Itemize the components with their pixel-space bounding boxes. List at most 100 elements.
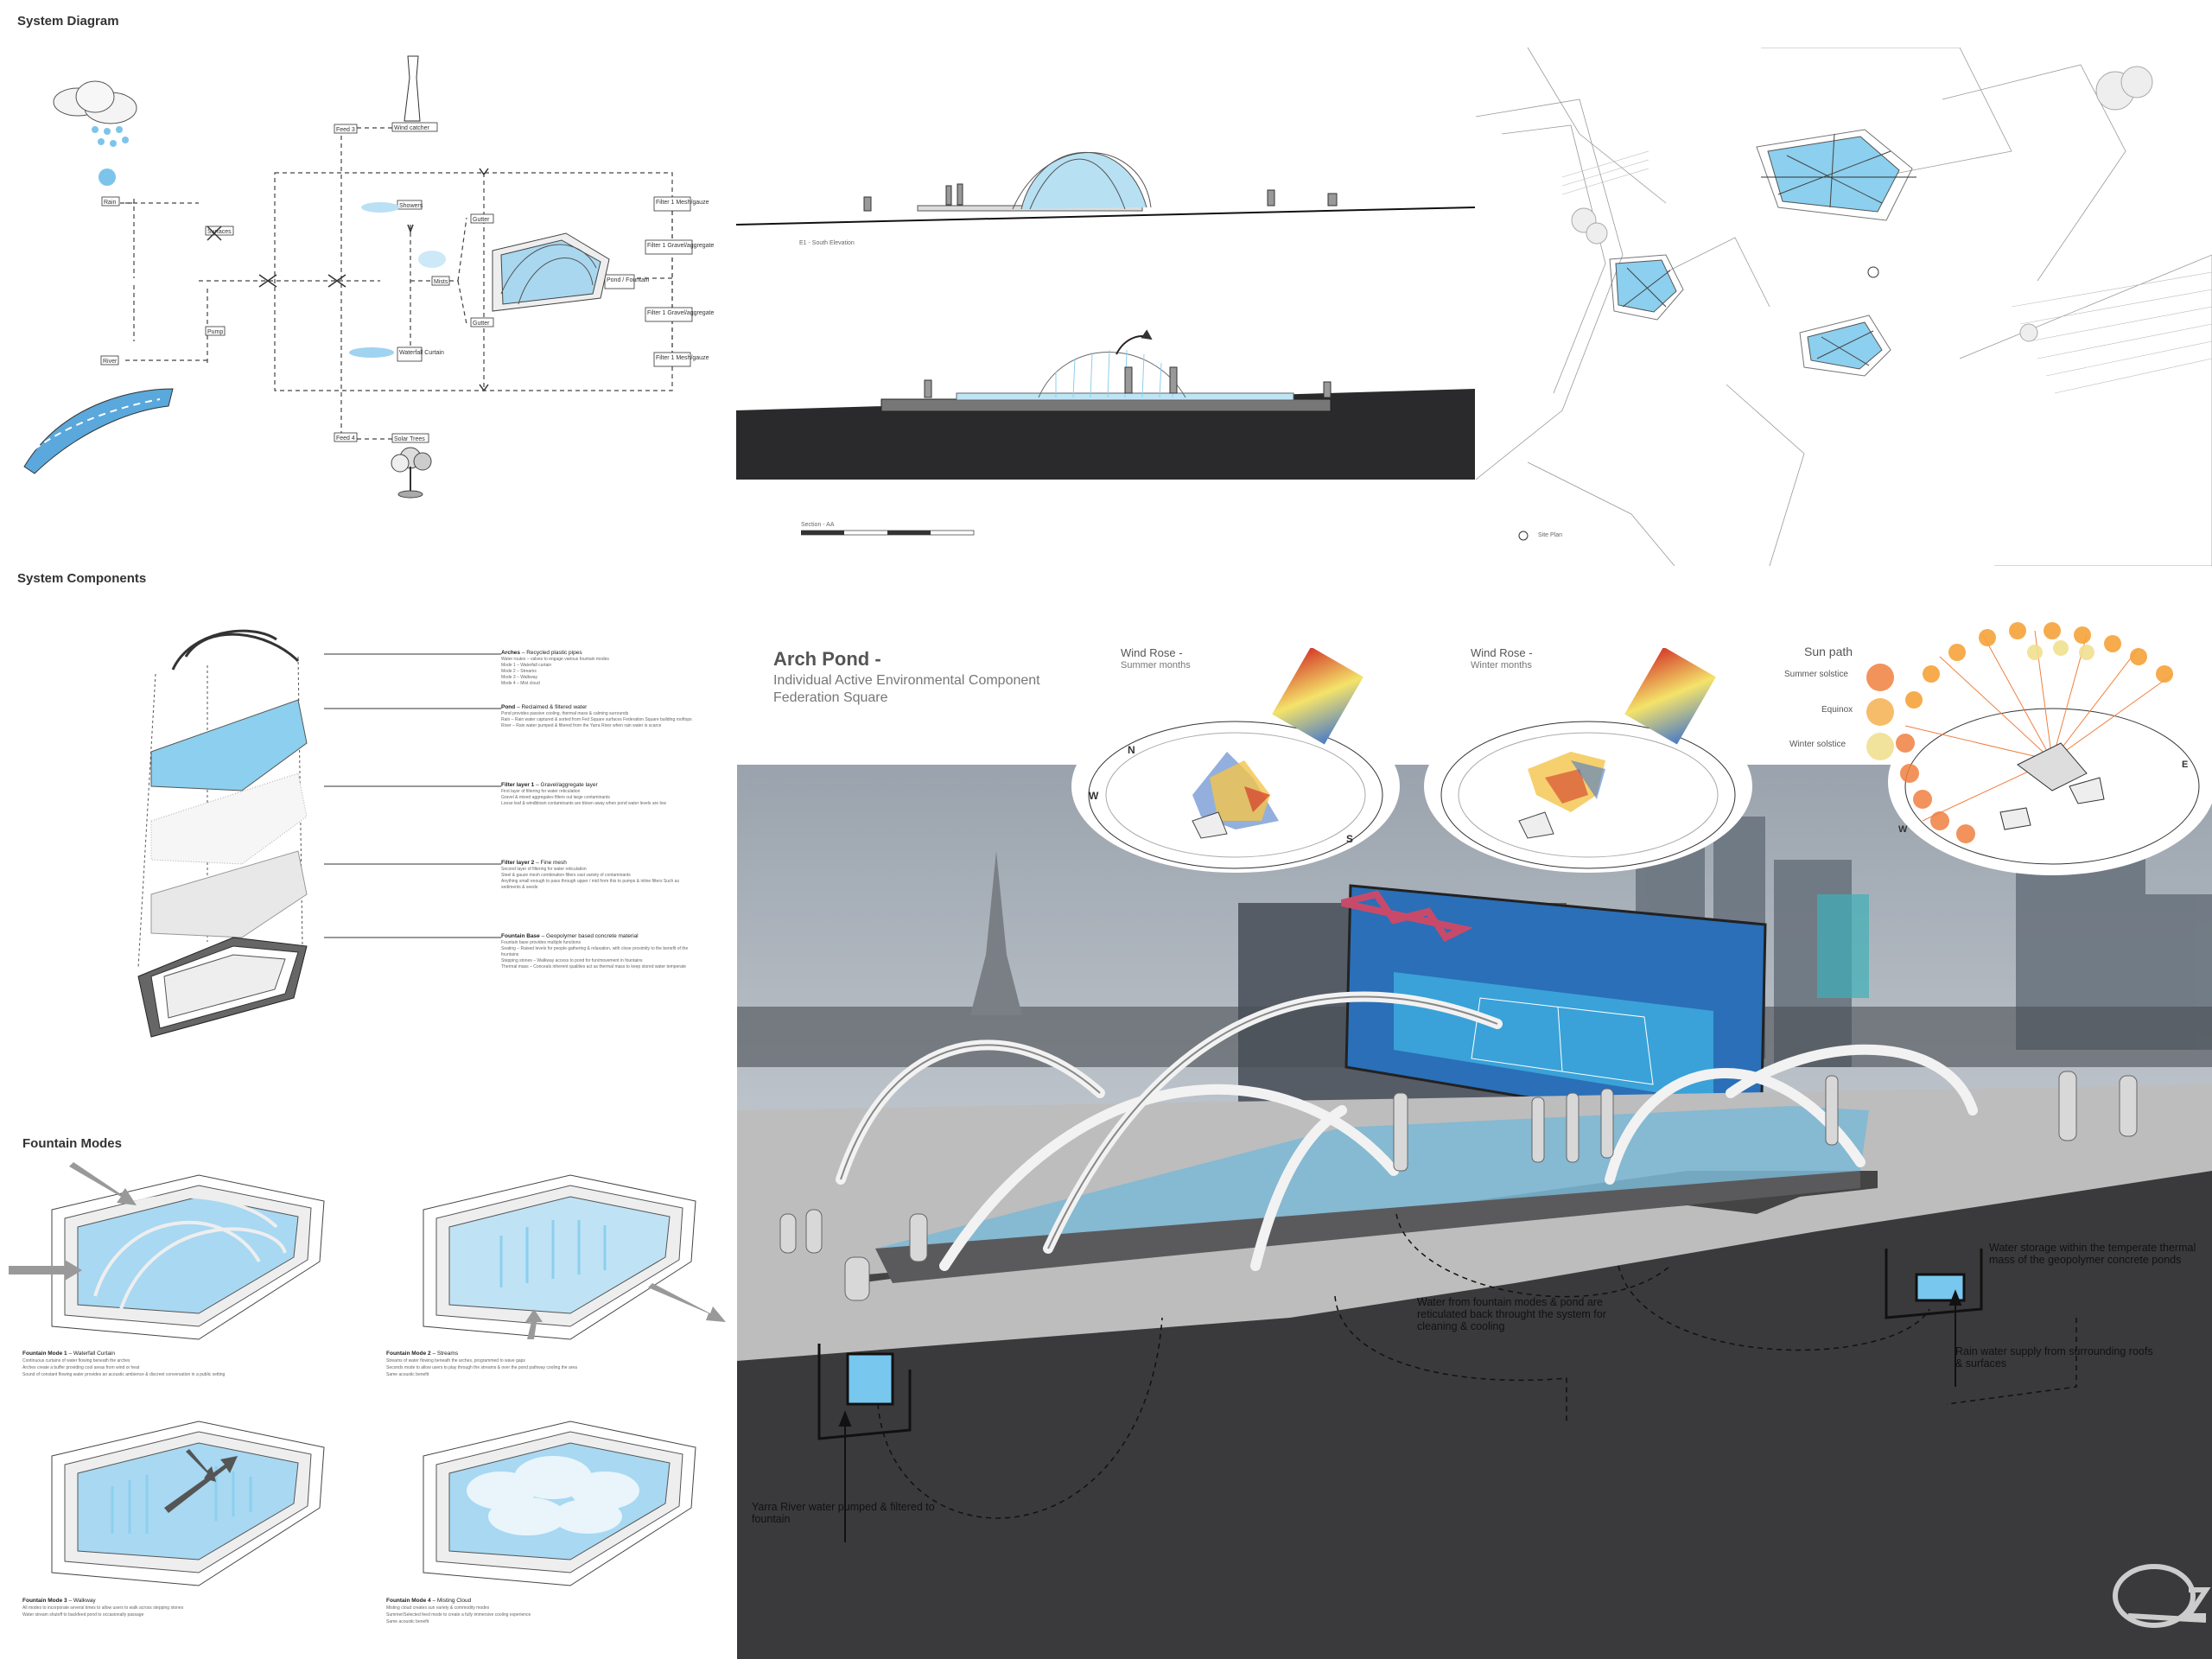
node-pump-left: Pump: [207, 329, 223, 335]
mode-line: Misting cloud creates sun variety & comm…: [386, 1605, 490, 1611]
node-waterfall-curtain: Waterfall Curtain: [399, 350, 444, 356]
component-line: Mode 3 – Walkway: [501, 675, 538, 680]
mode-desc: – Walkway: [68, 1598, 96, 1604]
mode-line: Seconds mode to allow users to play thro…: [386, 1365, 577, 1370]
sun-equinox-label: Equinox: [1821, 705, 1853, 715]
pond-layer: [150, 699, 308, 791]
mode-title: Fountain Mode 1: [22, 1351, 67, 1357]
fountain-base-layer: [137, 937, 308, 1038]
node-pond: Pond / Fountain: [607, 277, 650, 283]
component-line: Gravel & mixed aggregates filters out la…: [501, 795, 610, 800]
component-title: Pond: [501, 704, 516, 710]
river-icon: [23, 388, 174, 474]
section-caption: Section - AA: [801, 522, 835, 528]
sun-path-diagram: W E: [1888, 622, 2212, 875]
component-line: Mode 2 – Streams: [501, 669, 537, 674]
mode-title: Fountain Mode 2: [386, 1351, 431, 1357]
mode-desc: – Misting Cloud: [432, 1598, 472, 1604]
fountain-mode-3-drawing: [51, 1421, 325, 1586]
component-filter-1: Filter layer 1 – Gravel/aggregate layer …: [501, 782, 696, 807]
wind-rose-summer: W N S: [1071, 648, 1400, 873]
pond-plan-large: [1756, 129, 1916, 221]
sun-summer-swatch: [1866, 664, 1894, 691]
mode-desc: – Streams: [432, 1351, 459, 1357]
component-line: Steel & gauze mesh combination filters v…: [501, 873, 631, 878]
system-diagram-title: System Diagram: [17, 14, 119, 29]
component-desc: – Recycled plastic pipes: [521, 650, 582, 656]
compass-s: S: [1346, 833, 1353, 845]
component-line: Mode 4 – Mist cloud: [501, 681, 540, 686]
node-solar-trees: Solar Trees: [394, 436, 425, 442]
component-line: Fountain base provides multiple function…: [501, 940, 581, 945]
mode-line: Arches create a buffer providing cool ar…: [22, 1365, 140, 1370]
compass-n: N: [1128, 744, 1135, 756]
mode-line: Water stream shutoff to backfeed pond to…: [22, 1612, 144, 1618]
rose-title: Wind Rose -: [1121, 646, 1183, 659]
fountain-mode-1-drawing: [9, 1162, 325, 1340]
component-line: First layer of filtering for water retic…: [501, 789, 581, 794]
mode-desc: – Waterfall Curtain: [68, 1351, 116, 1357]
component-title: Filter layer 1: [501, 782, 535, 788]
pond-icon: [492, 232, 610, 312]
compass-w: W: [1089, 790, 1099, 802]
fountain-mode-4: Fountain Mode 4 – Misting Cloud Misting …: [386, 1597, 663, 1625]
system-diagram: Rain River Surfaces Pump Feed 3 Wind cat…: [23, 55, 715, 499]
node-rain: Rain: [104, 200, 117, 206]
component-line: Water routes – valves to engage various …: [501, 657, 609, 662]
pond-plan-mid: [1609, 254, 1684, 321]
fountain-mode-1: Fountain Mode 1 – Waterfall Curtain Cont…: [22, 1350, 299, 1378]
mode-line: Same acoustic benefit: [386, 1372, 429, 1377]
rose-title: Wind Rose -: [1471, 646, 1533, 659]
rose-subtitle: Winter months: [1471, 660, 1532, 671]
mode-title: Fountain Mode 4: [386, 1598, 431, 1604]
component-filter-2: Filter layer 2 – Fine mesh Second layer …: [501, 860, 696, 891]
siteplan-caption: Site Plan: [1538, 532, 1563, 538]
component-title: Filter layer 2: [501, 860, 535, 866]
elevation-caption: E1 - South Elevation: [799, 240, 855, 246]
north-arrow-icon: [1518, 531, 1529, 541]
mesh-layer: [150, 850, 308, 938]
underground-tank-left: [846, 1352, 894, 1406]
node-filter1: Filter 1 Mesh/gauze: [656, 200, 709, 206]
showers-icon: [361, 202, 399, 213]
mode-line: Summer/Selected feed mode to create a fu…: [386, 1612, 531, 1618]
component-title: Fountain Base: [501, 933, 540, 939]
node-feed-top: Feed 3: [336, 127, 355, 133]
pond-plan-small: [1799, 315, 1891, 377]
component-desc: – Reclaimed & filtered water: [517, 704, 588, 710]
annotation-reticulated: Water from fountain modes & pond are ret…: [1417, 1296, 1606, 1332]
mists-icon: [418, 251, 446, 268]
component-line: Thermal mass – Conceals inherent qualiti…: [501, 964, 686, 969]
fountain-modes-title: Fountain Modes: [22, 1136, 122, 1151]
component-line: Loose leaf & windblown contaminants are …: [501, 801, 666, 806]
waterfall-icon: [349, 347, 394, 358]
wind-rose-winter: [1424, 648, 1752, 873]
sun-equinox-swatch: [1866, 698, 1894, 726]
wind-catcher-icon: [404, 55, 421, 122]
node-gutter-bottom: Gutter: [473, 321, 490, 327]
arch-pond-subtitle-2: Federation Square: [773, 690, 888, 705]
system-components-title: System Components: [17, 571, 147, 586]
node-mists: Mists: [434, 279, 448, 285]
mode-line: Same acoustic benefit: [386, 1619, 429, 1624]
component-line: River – Rain water pumped & filtered fro…: [501, 723, 662, 728]
node-wind-catcher: Wind catcher: [394, 125, 430, 131]
component-fountain-base: Fountain Base – Geopolymer based concret…: [501, 933, 696, 970]
component-desc: – Gravel/aggregate layer: [536, 782, 598, 788]
section-scale-bar: [801, 530, 975, 536]
annotation-rainwater: Rain water supply from surrounding roofs…: [1955, 1345, 2153, 1370]
components-exploded-diagram: [137, 629, 501, 1038]
component-pond: Pond – Reclaimed & filtered water Pond p…: [501, 704, 696, 729]
elevation-drawing: [736, 151, 1475, 226]
node-filter2: Filter 1 Gravel/aggregate: [647, 243, 715, 249]
mode-line: Streams of water flowing beneath the arc…: [386, 1358, 525, 1363]
gravel-layer: [150, 772, 308, 865]
node-surfaces: Surfaces: [207, 229, 232, 235]
wind-rose-winter-title: Wind Rose - Winter months: [1471, 647, 1533, 671]
rose-subtitle: Summer months: [1121, 660, 1191, 671]
arch-pond-subtitle-1: Individual Active Environmental Componen…: [773, 673, 1040, 688]
sun-winter-label: Winter solstice: [1789, 740, 1847, 749]
annotation-storage: Water storage within the temperate therm…: [1989, 1242, 2196, 1266]
annotation-yarra: Yarra River water pumped & filtered to f…: [752, 1501, 935, 1525]
node-feed-bottom: Feed 4: [336, 435, 355, 442]
